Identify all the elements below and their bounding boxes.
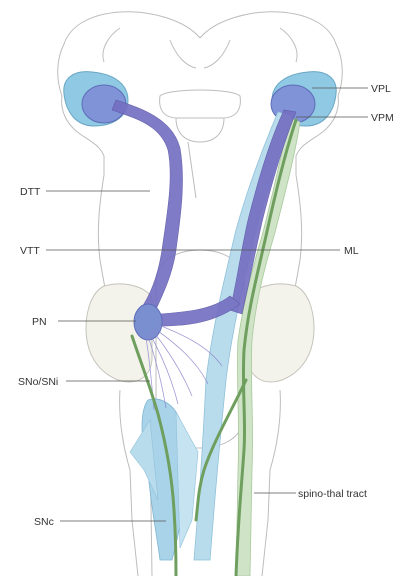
right-fold [280,28,297,62]
pons-lobes [86,284,314,382]
label-dtt: DTT [20,186,41,198]
left-inner-fold [170,40,196,68]
right-inner-fold [204,40,230,68]
left-medulla-outline [120,390,138,576]
pontine-nucleus [134,304,162,340]
label-spino-thal-tract: spino-thal tract [298,488,367,500]
midline-body-outline [160,90,241,118]
label-snc: SNc [34,516,54,528]
fan-fiber-1 [152,330,192,396]
label-pn: PN [32,316,47,328]
label-sno-sni: SNo/SNi [18,376,58,388]
sn-pars-lateral [176,412,198,548]
fan-fiber-4 [154,328,208,384]
label-vpl: VPL [371,83,391,95]
label-vpm: VPM [371,112,394,124]
midline-groove [188,142,196,198]
label-vtt: VTT [20,245,40,257]
label-ml: ML [344,245,359,257]
right-medulla-outline [262,390,280,576]
left-fold [103,28,120,62]
fan-fiber-2 [150,334,178,404]
collicular-outline [176,118,224,142]
